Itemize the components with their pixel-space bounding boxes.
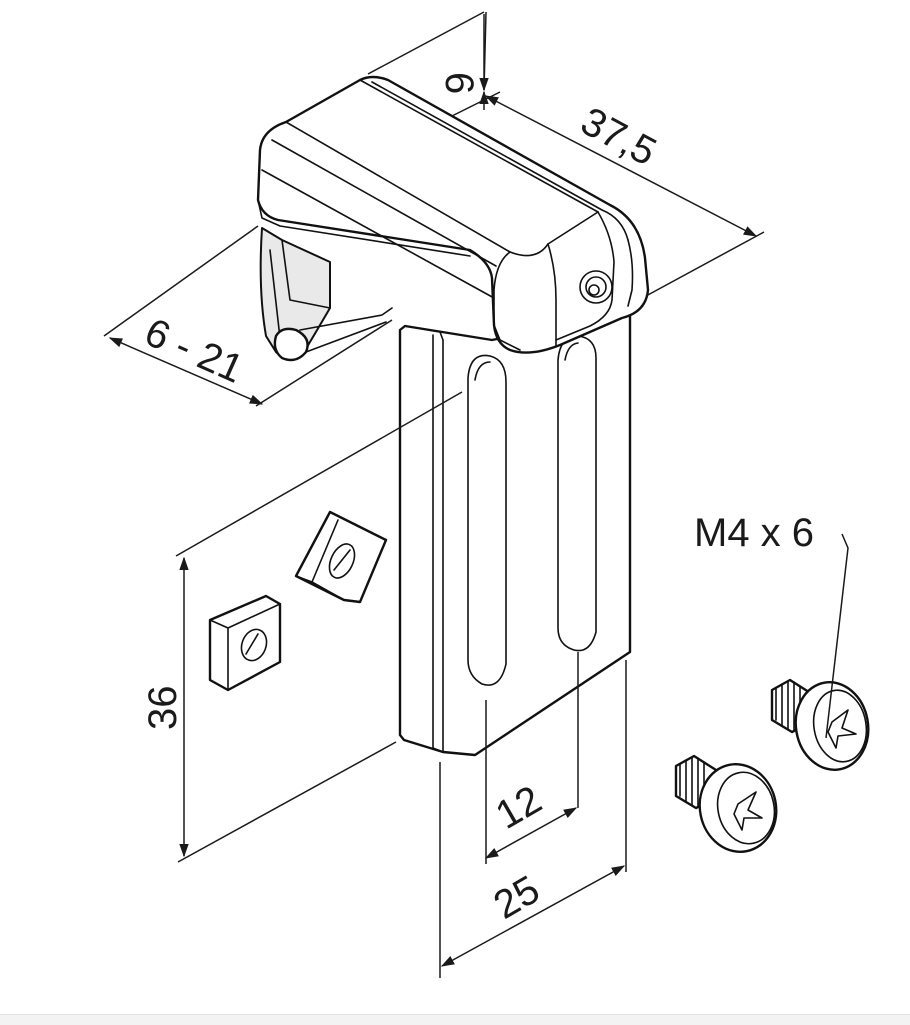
svg-text:36: 36 [141, 686, 185, 731]
svg-text:6 - 21: 6 - 21 [138, 310, 249, 392]
square-nut-1 [208, 594, 282, 692]
square-nut-2 [294, 510, 388, 604]
bracket-body [256, 75, 650, 757]
dim-clamp-range: 6 - 21 [103, 225, 393, 407]
svg-text:25: 25 [487, 867, 548, 927]
vertical-plate [398, 310, 632, 757]
svg-text:M4 x 6: M4 x 6 [694, 511, 814, 555]
slot-left [467, 354, 507, 686]
svg-text:37,5: 37,5 [574, 99, 663, 174]
screw-lower [674, 754, 778, 853]
dim-height: 36 [141, 391, 463, 863]
dim-top-thickness: 6 [367, 11, 489, 110]
bottom-border [0, 1014, 910, 1025]
screw-callout: M4 x 6 [694, 511, 849, 739]
screw-upper [770, 678, 870, 771]
svg-text:6: 6 [437, 72, 481, 94]
clamp-jaw [259, 227, 393, 362]
